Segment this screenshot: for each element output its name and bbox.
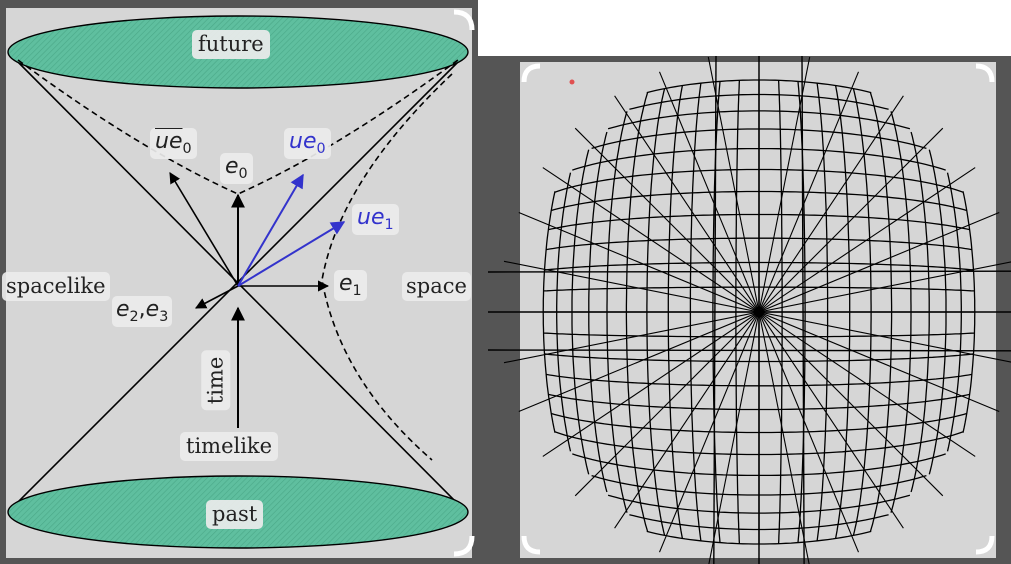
e23-arrow: [195, 285, 239, 309]
past-label: past: [206, 500, 264, 529]
future-label: future: [192, 30, 270, 59]
ue1-arrow: [237, 221, 346, 287]
ue1-label: ue1: [352, 204, 399, 236]
ubar-e0-arrow: [169, 172, 239, 287]
time-label: time: [201, 350, 231, 411]
grid-line: [488, 270, 1011, 273]
ue0-label: ue0: [284, 128, 331, 160]
light-cone-panel: future past spacelike space timelike tim…: [0, 0, 478, 564]
e23-label: e2,e3: [112, 296, 173, 328]
timelike-label: timelike: [180, 432, 279, 461]
grid-line: [801, 56, 805, 564]
e0-label: e0: [220, 153, 253, 185]
warped-grid-panel: [478, 0, 1011, 564]
ubar-e0-label: ue0: [150, 128, 197, 160]
grid-line: [488, 349, 1011, 352]
spacelike-label: spacelike: [2, 272, 110, 301]
e1-label: e1: [334, 270, 367, 302]
warped-grid-diagram: [478, 0, 1011, 564]
marker-dot: [569, 79, 575, 85]
center-node: [754, 307, 764, 317]
space-label: space: [402, 272, 471, 301]
ue0-arrow: [237, 173, 304, 287]
grid-lines: [488, 56, 1011, 564]
future-hyperbola: [17, 59, 459, 195]
grid-line: [713, 56, 717, 564]
